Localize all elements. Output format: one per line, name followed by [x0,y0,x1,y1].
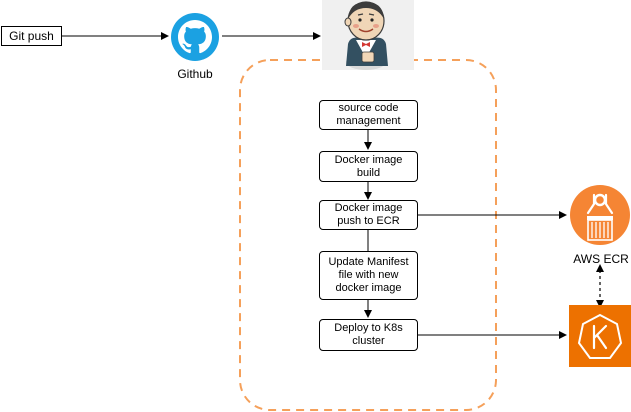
git-push-node: Git push [1,26,62,46]
docker-image-build-node: Docker image build [319,151,418,182]
jenkins-icon [322,0,414,70]
docker-image-push-node: Docker image push to ECR [319,200,418,230]
update-manifest-node: Update Manifest file with new docker ima… [319,251,418,300]
dashed-link-arrowhead-down [596,300,604,308]
github-icon [171,13,219,61]
deploy-to-k8s-node: Deploy to K8s cluster [319,319,418,351]
source-code-management-node: source code management [319,100,418,130]
github-label: Github [177,67,213,81]
aws-ecr-icon [570,185,630,245]
dashed-link-arrowhead-up [596,264,604,272]
aws-eks-icon [569,305,631,367]
aws-ecr-label: AWS ECR [573,252,629,266]
